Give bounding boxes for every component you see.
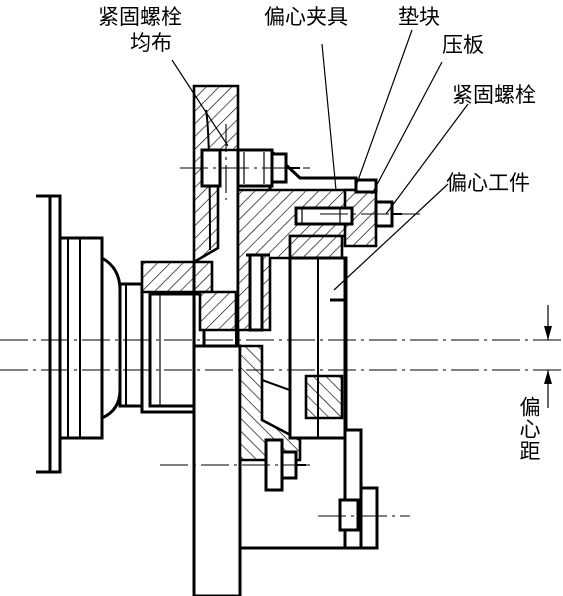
label-eccentric-workpiece: 偏心工件 — [446, 171, 530, 195]
label-eccentric-fixture: 偏心夹具 — [264, 5, 348, 29]
eccentric-distance-dimension — [544, 305, 552, 408]
label-pressure-plate: 压板 — [442, 33, 484, 57]
label-bolts-evenly-line1: 紧固螺栓 — [98, 5, 182, 29]
center-lines — [0, 124, 563, 517]
workpiece — [288, 234, 348, 440]
label-clamping-bolt: 紧固螺栓 — [452, 83, 536, 107]
faceplate — [192, 84, 242, 596]
leader-lines — [171, 29, 469, 291]
chuck-body — [36, 194, 144, 474]
label-shim: 垫块 — [398, 5, 440, 29]
lower-clamp — [240, 428, 379, 550]
label-eccentric-distance: 偏心距 — [517, 396, 541, 462]
label-bolts-evenly-line2: 均布 — [130, 31, 172, 55]
